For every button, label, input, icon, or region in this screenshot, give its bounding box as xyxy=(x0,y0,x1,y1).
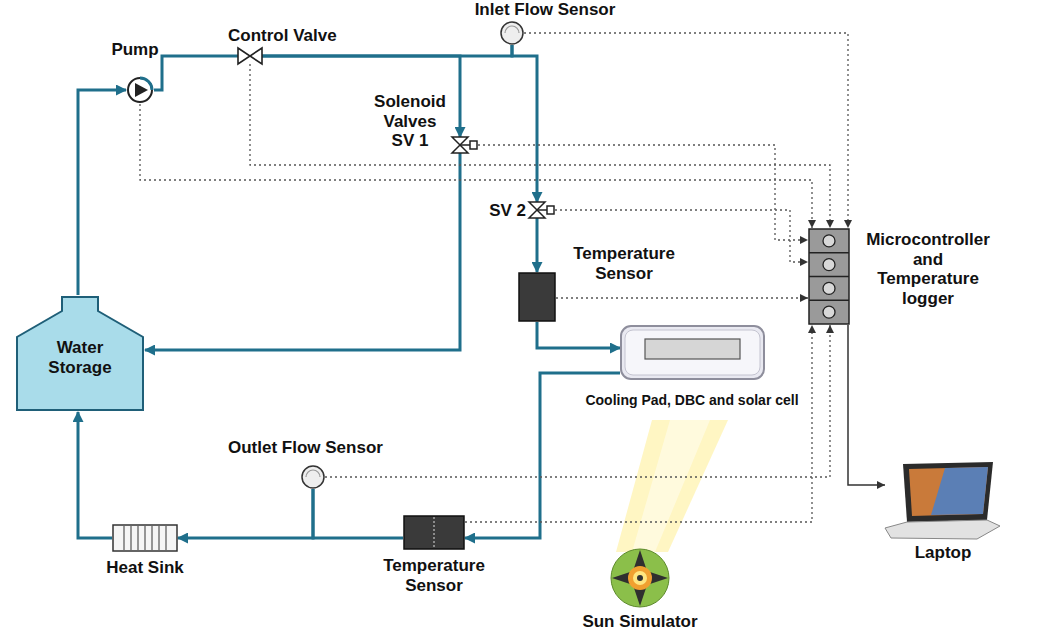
component-label: SV 2 xyxy=(472,201,526,221)
pipe-connector xyxy=(313,489,403,538)
component-node: Inlet Flow Sensor xyxy=(455,0,635,45)
signal-connector xyxy=(325,325,830,477)
component-node: Temperature Sensor xyxy=(378,515,490,596)
component-label: Water Storage xyxy=(30,338,130,377)
component-label: Laptop xyxy=(903,543,983,563)
component-node: Control Valve xyxy=(228,26,358,64)
valve-symbol xyxy=(238,48,262,64)
component-label: Temperature Sensor xyxy=(378,556,490,595)
component-label: Temperature Sensor xyxy=(562,244,686,283)
laptop-symbol xyxy=(885,462,1000,540)
signal-connector xyxy=(478,145,808,240)
component-node: Solenoid Valves SV 1 xyxy=(370,92,478,153)
signal-connector xyxy=(524,33,848,228)
component-label: Heat Sink xyxy=(100,558,190,578)
pipe-connector xyxy=(78,412,112,538)
component-node: Temperature Sensor xyxy=(518,244,686,322)
component-label: Control Valve xyxy=(228,26,358,46)
micro-symbol xyxy=(808,228,850,325)
pipe-connector xyxy=(262,45,512,56)
pipe-connector xyxy=(154,56,238,90)
temp-symbol xyxy=(518,272,556,322)
sun-symbol xyxy=(610,548,670,608)
component-label: Pump xyxy=(100,40,170,60)
pump-symbol xyxy=(126,76,154,104)
component-label: Solenoid Valves SV 1 xyxy=(370,92,450,151)
sol-symbol xyxy=(452,137,478,153)
component-label: Cooling Pad, DBC and solar cell xyxy=(567,392,817,408)
component-node: Laptop xyxy=(885,462,1000,563)
pipe-connector xyxy=(512,45,537,202)
temp2-symbol xyxy=(403,515,465,550)
component-node: Water Storage xyxy=(15,295,145,412)
pipe-connector xyxy=(537,322,620,348)
pad-symbol xyxy=(620,325,765,380)
signal-connector xyxy=(556,297,808,298)
flow-symbol xyxy=(301,465,325,489)
component-node: Microcontroller and Temperature logger xyxy=(808,228,996,325)
pipe-connector xyxy=(536,218,539,272)
component-node: Heat Sink xyxy=(100,524,190,578)
sol-symbol xyxy=(529,202,555,218)
component-node: Outlet Flow Sensor xyxy=(228,438,428,489)
data-connector xyxy=(848,325,885,485)
light-beam-core xyxy=(632,420,710,552)
component-node: Cooling Pad, DBC and solar cell xyxy=(567,325,817,409)
pipe-connector xyxy=(145,153,460,350)
component-label: Sun Simulator xyxy=(560,612,720,632)
component-node: SV 2 xyxy=(472,201,555,221)
component-label: Microcontroller and Temperature logger xyxy=(860,230,996,308)
sink-symbol xyxy=(112,524,178,552)
pipe-connector xyxy=(178,489,313,538)
pipe-connector xyxy=(78,90,126,295)
signal-connector xyxy=(250,64,830,228)
signal-connector xyxy=(465,325,812,522)
component-node: Pump xyxy=(100,40,170,104)
component-label: Outlet Flow Sensor xyxy=(228,438,428,458)
flow-symbol xyxy=(500,21,524,45)
component-label: Inlet Flow Sensor xyxy=(455,0,635,20)
light-beam xyxy=(616,420,728,552)
component-node: Sun Simulator xyxy=(560,548,720,632)
